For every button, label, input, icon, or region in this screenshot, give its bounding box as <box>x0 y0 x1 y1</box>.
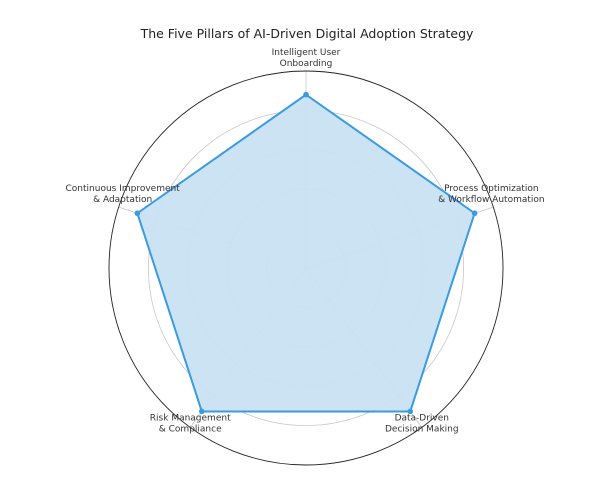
chart-title: The Five Pillars of AI-Driven Digital Ad… <box>140 26 474 41</box>
axis-label-line: Onboarding <box>280 59 333 69</box>
outer-ring <box>108 70 504 466</box>
data-point <box>471 210 478 217</box>
axis-label: Process Optimization& Workflow Automatio… <box>438 184 544 205</box>
data-point <box>134 210 141 217</box>
axis-label-line: & Adaptation <box>93 195 152 205</box>
series-area <box>136 93 476 413</box>
axis-label-line: Data-Driven <box>395 413 449 423</box>
axis-label-line: Intelligent User <box>272 48 341 58</box>
axis-label-line: Continuous Improvement <box>66 184 181 194</box>
axis-label-line: & Compliance <box>159 424 222 434</box>
axis-label-line: Decision Making <box>385 424 459 434</box>
data-point <box>198 408 205 415</box>
axis-label: Continuous Improvement& Adaptation <box>66 184 181 205</box>
axis-label-line: Risk Management <box>150 413 231 423</box>
axis-label: Risk Management& Compliance <box>150 413 231 434</box>
axis-label-line: & Workflow Automation <box>438 195 544 205</box>
data-point <box>303 91 309 98</box>
axis-label-line: Process Optimization <box>444 184 539 194</box>
data-point <box>407 408 414 415</box>
